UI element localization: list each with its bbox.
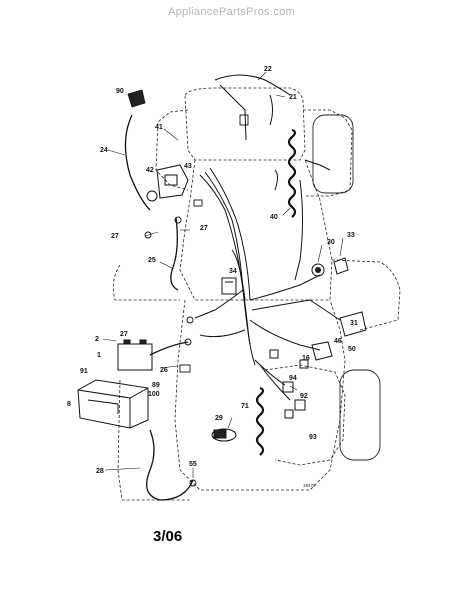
part-label-16: 16 <box>302 355 310 362</box>
part-label-94: 94 <box>289 375 297 382</box>
relay-90 <box>127 89 146 108</box>
part-label-27b: 27 <box>200 225 208 232</box>
leader-lines <box>102 71 344 478</box>
terminals <box>144 114 249 487</box>
switch-46-50 <box>311 311 367 361</box>
part-label-26: 26 <box>160 367 168 374</box>
part-label-33: 33 <box>347 232 355 239</box>
part-label-27a: 27 <box>111 233 119 240</box>
switch-30 <box>311 263 325 277</box>
part-label-100: 100 <box>148 391 160 398</box>
part-label-28: 28 <box>96 468 104 475</box>
part-label-2: 2 <box>95 336 99 343</box>
revision-date: 3/06 <box>153 528 183 545</box>
pto-switch-29 <box>211 428 237 442</box>
battery-tray-8 <box>77 379 149 429</box>
seat-switch-connectors <box>269 349 309 419</box>
solenoid-42 <box>146 164 189 202</box>
battery-1 <box>117 339 153 371</box>
part-label-24: 24 <box>100 147 108 154</box>
part-label-27c: 27 <box>120 331 128 338</box>
part-label-43: 43 <box>184 163 192 170</box>
part-label-30: 30 <box>327 239 335 246</box>
part-label-90: 90 <box>116 88 124 95</box>
part-label-29: 29 <box>215 415 223 422</box>
part-label-89: 89 <box>152 382 160 389</box>
front-wheels <box>312 114 354 194</box>
part-label-34: 34 <box>229 268 237 275</box>
tractor-outline <box>112 87 401 501</box>
watermark: AppliancePartsPros.com <box>167 6 296 18</box>
part-label-50: 50 <box>348 346 356 353</box>
part-label-21: 21 <box>289 94 297 101</box>
battery-cables <box>124 114 194 501</box>
part-label-41: 41 <box>155 124 163 131</box>
part-label-1: 1 <box>97 352 101 359</box>
main-harness <box>194 74 341 401</box>
part-label-25: 25 <box>148 257 156 264</box>
drawing-code: 18470 <box>303 483 316 488</box>
part-label-93: 93 <box>309 434 317 441</box>
part-label-91: 91 <box>80 368 88 375</box>
rear-wheels <box>339 369 381 461</box>
part-label-31: 31 <box>350 320 358 327</box>
part-label-55: 55 <box>189 461 197 468</box>
switch-33 <box>333 257 349 275</box>
part-label-8: 8 <box>67 401 71 408</box>
coiled-cable-40 <box>287 128 297 218</box>
part-label-92: 92 <box>300 393 308 400</box>
coiled-cable-71 <box>255 386 265 456</box>
part-label-22: 22 <box>264 66 272 73</box>
fuse-holder-34 <box>221 277 237 295</box>
part-label-46: 46 <box>334 338 342 345</box>
part-label-71: 71 <box>241 403 249 410</box>
part-label-42: 42 <box>146 167 154 174</box>
part-label-40: 40 <box>270 214 278 221</box>
